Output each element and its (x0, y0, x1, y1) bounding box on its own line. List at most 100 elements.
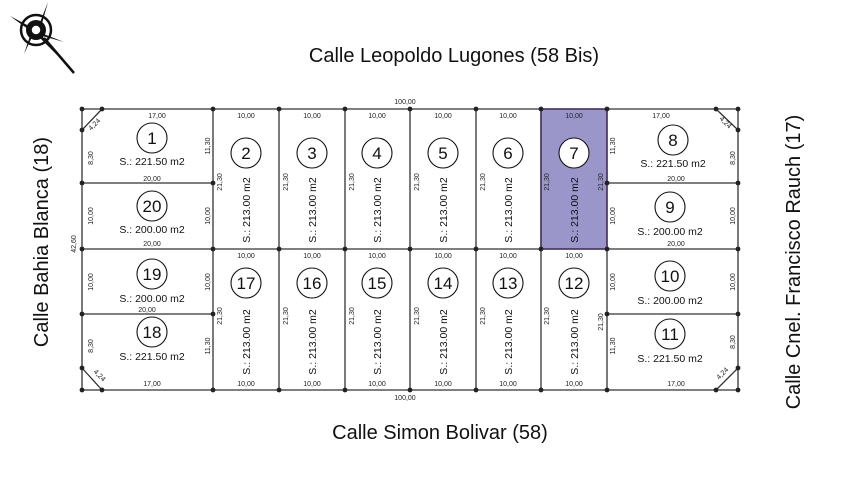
vertex-dot (473, 106, 479, 112)
dim-lot15-bottom: 10,00 (368, 381, 386, 388)
lot-number-circle (361, 137, 393, 169)
vertex-dot (735, 106, 741, 112)
lot-3[interactable]: 3S.: 213.00 m2 (296, 137, 328, 243)
lot-number-circle (558, 267, 590, 299)
lot-number: 4 (372, 144, 381, 163)
chamfer-sw (81, 367, 103, 391)
lot-9[interactable]: 9S.: 200.00 m2 (637, 191, 703, 238)
lot-19[interactable]: 19S.: 200.00 m2 (119, 258, 185, 305)
street-east-label: Calle Cnel. Francisco Rauch (17) (783, 115, 805, 410)
lot-number-circle (361, 267, 393, 299)
lot-7[interactable]: 7S.: 213.00 m2 (558, 137, 590, 243)
lot-6[interactable]: 6S.: 213.00 m2 (492, 137, 524, 243)
lot-number: 3 (307, 144, 316, 163)
lot-area: S.: 221.50 m2 (119, 351, 185, 363)
lot-area: S.: 221.50 m2 (640, 158, 706, 170)
lot-10[interactable]: 10S.: 200.00 m2 (637, 260, 703, 307)
vertex-dot (407, 387, 413, 393)
lot-4[interactable]: 4S.: 213.00 m2 (361, 137, 393, 243)
vertex-dot (79, 365, 85, 371)
lot-16[interactable]: 16S.: 213.00 m2 (296, 267, 328, 375)
dim-depth-15: 21,30 (349, 307, 356, 325)
dim-depth-17: 21,30 (217, 307, 224, 325)
lot-number: 5 (438, 144, 447, 163)
vertex-dot (735, 127, 741, 133)
dim-lot17-bottom: 10,00 (237, 381, 255, 388)
lot-number-circle (296, 267, 328, 299)
lot-number: 15 (368, 274, 387, 293)
lot-number: 12 (565, 274, 584, 293)
vertex-dot (79, 180, 85, 186)
lot-8[interactable]: 8S.: 221.50 m2 (640, 124, 706, 170)
lot-13[interactable]: 13S.: 213.00 m2 (492, 267, 524, 375)
lot-number-circle (136, 122, 168, 154)
lot-number: 11 (661, 325, 679, 344)
dim-lot6-bottom: 10,00 (499, 253, 517, 260)
dim-lot20-top: 20,00 (143, 176, 161, 183)
lot-number-circle (296, 137, 328, 169)
lot-number-circle (230, 137, 262, 169)
lot-12[interactable]: 12S.: 213.00 m2 (558, 267, 590, 375)
lot-number: 18 (143, 323, 162, 342)
lot-number: 2 (241, 144, 250, 163)
dim-lot20-right: 10,00 (205, 207, 212, 225)
vertex-dot (735, 311, 741, 317)
vertex-dot (79, 387, 85, 393)
vertex-dot (276, 246, 282, 252)
vertex-dot (276, 387, 282, 393)
vertex-dot (342, 106, 348, 112)
compass-rose-icon (10, 2, 75, 74)
dim-lot8-right: 8,30 (730, 151, 737, 165)
lot-5[interactable]: 5S.: 213.00 m2 (427, 137, 459, 243)
dim-lot9-right: 10,00 (730, 207, 737, 225)
dim-depth-4: 21,30 (349, 173, 356, 191)
lot-number: 17 (237, 274, 256, 293)
dim-lot6-top: 10,00 (499, 113, 517, 120)
dim-lot9-left: 10,00 (610, 207, 617, 225)
vertex-dot (604, 246, 610, 252)
lot-1[interactable]: 1S.: 221.50 m2 (119, 122, 185, 168)
dim-lot10-left: 10,00 (610, 273, 617, 291)
dim-lot1-right: 11,30 (205, 137, 212, 154)
dim-chamfer-se: 4,24 (716, 367, 731, 382)
lot-area: S.: 213.00 m2 (438, 309, 450, 375)
dim-lot9-top: 20,00 (667, 176, 685, 183)
lot-area: S.: 213.00 m2 (569, 309, 581, 375)
lot-2[interactable]: 2S.: 213.00 m2 (230, 137, 262, 243)
lot-18[interactable]: 18S.: 221.50 m2 (119, 316, 185, 363)
lot-number-circle (136, 316, 168, 348)
dimensions: 100,00 100,00 42,60 17,00 17,00 10,00 10… (71, 99, 737, 402)
vertex-dot (276, 106, 282, 112)
street-south-label: Calle Simon Bolivar (58) (332, 422, 548, 444)
dim-block-bottom: 100,00 (394, 395, 416, 402)
dim-depth-5: 21,30 (414, 173, 421, 191)
dim-lot3-top: 10,00 (303, 113, 321, 120)
lot-area: S.: 221.50 m2 (637, 353, 703, 365)
chamfer-ne (715, 108, 739, 131)
lot-number: 9 (665, 198, 674, 217)
vertex-dot (538, 246, 544, 252)
lot-area: S.: 213.00 m2 (241, 177, 253, 243)
street-west-label: Calle Bahia Blanca (18) (31, 137, 53, 347)
street-north-label: Calle Leopoldo Lugones (58 Bis) (309, 45, 599, 67)
lot-number-circle (427, 267, 459, 299)
lot-15[interactable]: 15S.: 213.00 m2 (361, 267, 393, 375)
lot-17[interactable]: 17S.: 213.00 m2 (230, 267, 262, 375)
dim-lot18-bottom: 17,00 (143, 381, 161, 388)
lot-11[interactable]: 11S.: 221.50 m2 (637, 318, 703, 365)
dim-lot20-bottom: 20,00 (143, 241, 161, 248)
vertex-dot (538, 106, 544, 112)
lot-number-circle (654, 318, 686, 350)
dim-lot18-left: 8,30 (88, 339, 95, 353)
dim-depth-6: 21,30 (480, 173, 487, 191)
dim-lot13-bottom: 10,00 (499, 381, 517, 388)
dim-chamfer-ne: 4,24 (718, 116, 733, 131)
dim-lot1-top: 17,00 (148, 113, 166, 120)
lot-20[interactable]: 20S.: 200.00 m2 (119, 190, 185, 236)
dim-lot11-right: 8,30 (730, 335, 737, 349)
lot-number: 13 (499, 274, 518, 293)
lot-14[interactable]: 14S.: 213.00 m2 (427, 267, 459, 375)
lot-area: S.: 213.00 m2 (438, 177, 450, 243)
